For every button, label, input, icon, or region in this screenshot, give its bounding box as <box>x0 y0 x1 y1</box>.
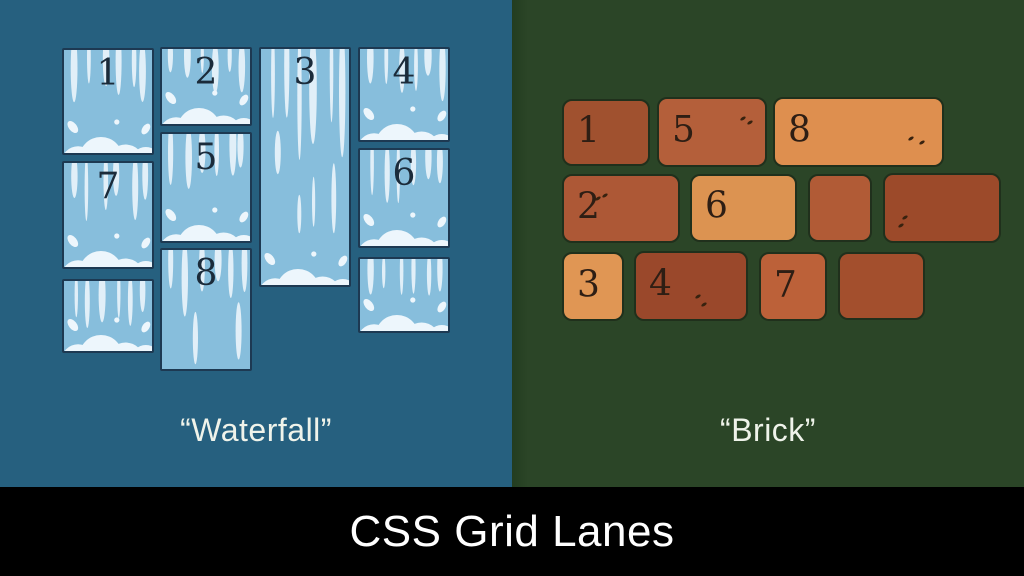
brick-number: 4 <box>649 263 672 305</box>
waterfall-illustration <box>64 163 152 267</box>
brick-3: 3 <box>562 252 624 321</box>
waterfall-tile-unnumbered <box>62 279 154 353</box>
brick-unnumbered <box>838 252 925 320</box>
waterfall-illustration <box>162 134 250 241</box>
brick-panel: “Brick” 1 5 8 2 6 3 4 7 <box>512 0 1024 487</box>
waterfall-tile-1: 1 <box>62 48 154 155</box>
page-title: CSS Grid Lanes <box>349 506 675 556</box>
brick-speck <box>700 301 708 308</box>
tile-number: 2 <box>194 52 218 93</box>
brick-speck <box>746 119 754 126</box>
brick-speck <box>918 139 926 146</box>
waterfall-tile-5: 5 <box>160 132 252 243</box>
brick-number: 3 <box>577 264 600 306</box>
waterfall-illustration <box>360 49 448 140</box>
waterfall-tile-3: 3 <box>259 47 351 287</box>
brick-unnumbered <box>808 174 872 242</box>
brick-speck <box>601 192 609 199</box>
waterfall-illustration <box>360 150 448 246</box>
waterfall-illustration <box>64 281 152 351</box>
waterfall-panel: “Waterfall” 1 2 3 4 <box>0 0 512 487</box>
brick-7: 7 <box>759 252 827 321</box>
tile-number: 5 <box>194 137 218 178</box>
brick-speck <box>901 214 909 221</box>
tile-number: 8 <box>194 253 218 294</box>
brick-speck <box>897 222 905 229</box>
tile-number: 1 <box>96 53 120 94</box>
brick-4: 4 <box>634 251 748 321</box>
tile-number: 7 <box>96 166 120 207</box>
brick-number: 5 <box>672 109 695 151</box>
waterfall-illustration <box>168 250 248 365</box>
waterfall-tile-2: 2 <box>160 47 252 126</box>
tile-number: 4 <box>392 52 416 93</box>
tile-number: 3 <box>293 52 317 93</box>
diagram-stage: “Waterfall” 1 2 3 4 <box>0 0 1024 487</box>
brick-speck <box>907 135 915 142</box>
brick-8: 8 <box>773 97 944 167</box>
waterfall-illustration <box>64 50 152 153</box>
brick-number: 1 <box>577 110 600 152</box>
waterfall-tile-6: 6 <box>358 148 450 248</box>
waterfall-tile-7: 7 <box>62 161 154 269</box>
waterfall-illustration <box>360 259 448 331</box>
brick-speck <box>739 115 747 122</box>
waterfall-tile-8: 8 <box>160 248 252 371</box>
brick-1: 1 <box>562 99 650 166</box>
waterfall-illustration <box>162 49 250 124</box>
waterfall-illustration <box>261 49 349 285</box>
tile-number: 6 <box>392 153 416 194</box>
waterfall-label: “Waterfall” <box>180 412 332 448</box>
brick-number: 2 <box>577 186 600 228</box>
brick-number: 6 <box>705 185 728 227</box>
brick-2: 2 <box>562 174 680 243</box>
waterfall-tile-4: 4 <box>358 47 450 142</box>
brick-number: 8 <box>788 109 811 151</box>
brick-label: “Brick” <box>720 412 816 448</box>
brick-speck <box>694 293 702 300</box>
brick-number: 7 <box>774 264 797 306</box>
title-bar: CSS Grid Lanes <box>0 487 1024 576</box>
brick-6: 6 <box>690 174 797 242</box>
waterfall-tile-unnumbered <box>358 257 450 333</box>
brick-5: 5 <box>657 97 767 167</box>
brick-unnumbered <box>883 173 1001 243</box>
